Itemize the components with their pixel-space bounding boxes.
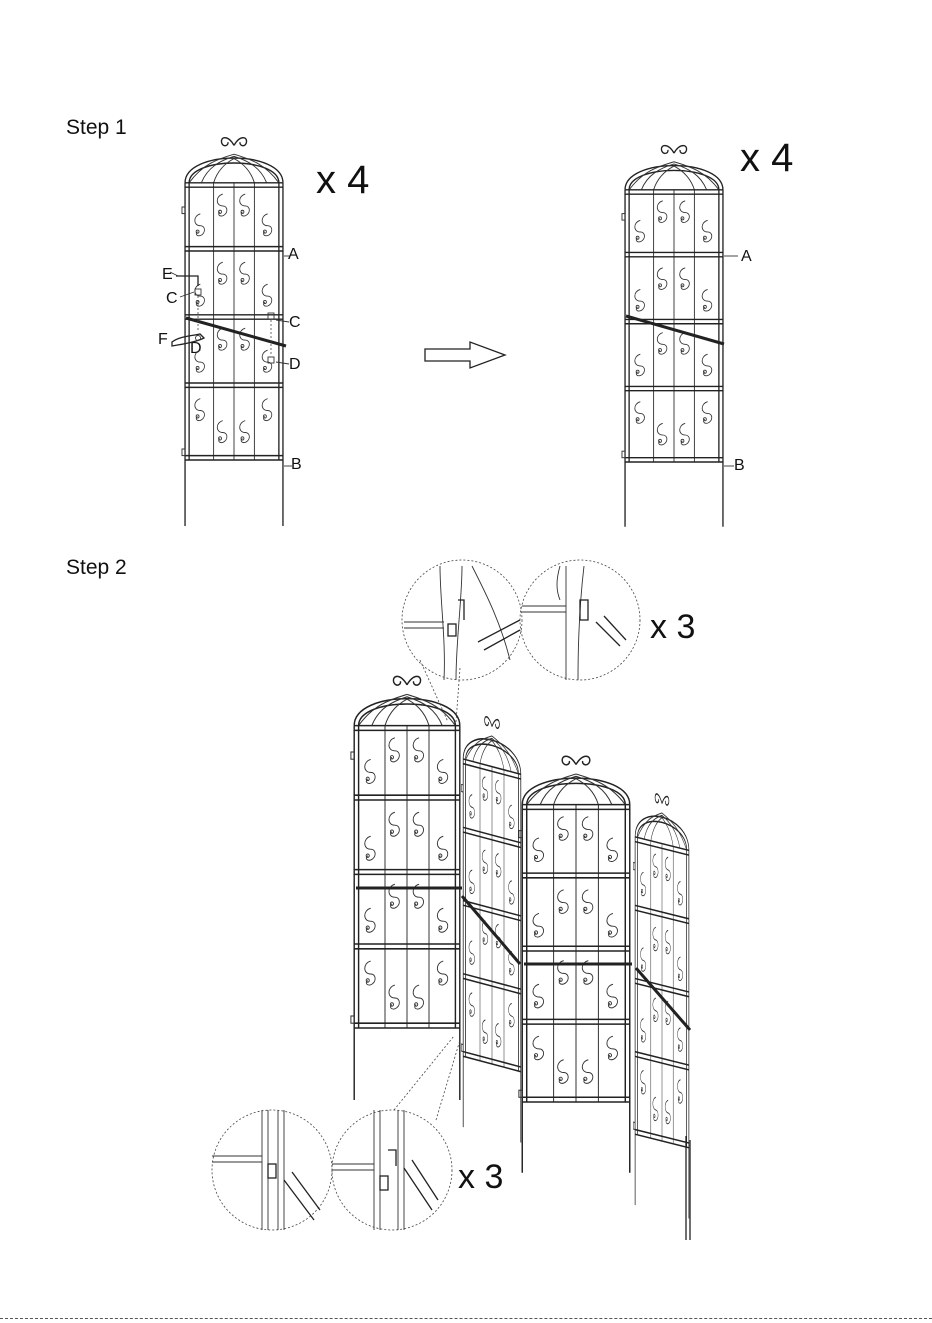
step1-right-panel xyxy=(622,146,738,527)
step2-fence-assembly xyxy=(351,676,690,1240)
bottom-dashed-rule xyxy=(0,1318,932,1319)
step2-top-detail-circles xyxy=(402,560,640,722)
step1-left-panel xyxy=(170,138,292,526)
right-arrow-icon xyxy=(425,342,505,368)
step2-bottom-detail-circles xyxy=(212,1036,460,1230)
